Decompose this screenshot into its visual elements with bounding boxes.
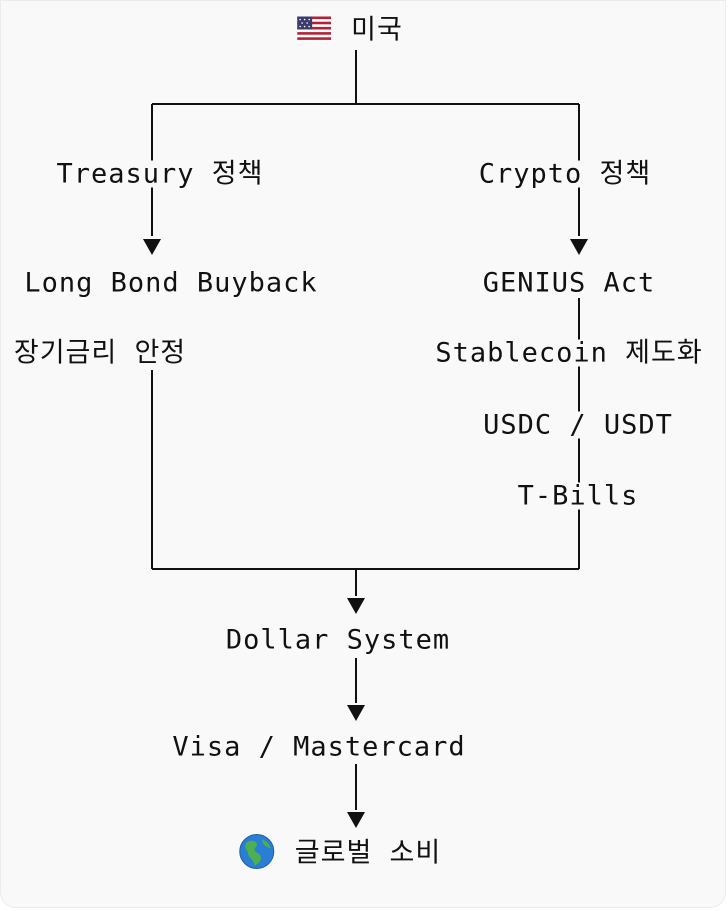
stablecoin-institutionalization-label: Stablecoin 제도화 — [433, 337, 705, 369]
genius-act-label: GENIUS Act — [482, 267, 656, 299]
top-node: 미국 — [297, 14, 403, 46]
us-flag-icon — [297, 16, 332, 46]
long-rate-stability-label: 장기금리 안정 — [13, 337, 187, 369]
long-bond-buyback-label: Long Bond Buyback — [24, 267, 318, 299]
dollar-system-label: Dollar System — [223, 624, 453, 656]
global-arrowhead — [347, 812, 365, 828]
visa-arrowhead — [347, 705, 365, 721]
visa-mastercard-label: Visa / Mastercard — [170, 731, 468, 763]
top-node-label: 미국 — [351, 14, 403, 46]
merge-arrowhead — [347, 598, 365, 614]
right-arrowhead — [570, 239, 588, 255]
crypto-policy-label: Crypto 정책 — [476, 158, 654, 190]
t-bills-label: T-Bills — [515, 480, 641, 512]
usdc-usdt-label: USDC / USDT — [481, 409, 675, 441]
bottom-node: 글로벌 소비 — [239, 834, 441, 875]
globe-americas-icon — [239, 834, 275, 875]
treasury-policy-label: Treasury 정책 — [54, 158, 266, 190]
bottom-node-label: 글로벌 소비 — [294, 837, 442, 869]
left-arrowhead — [143, 239, 161, 255]
